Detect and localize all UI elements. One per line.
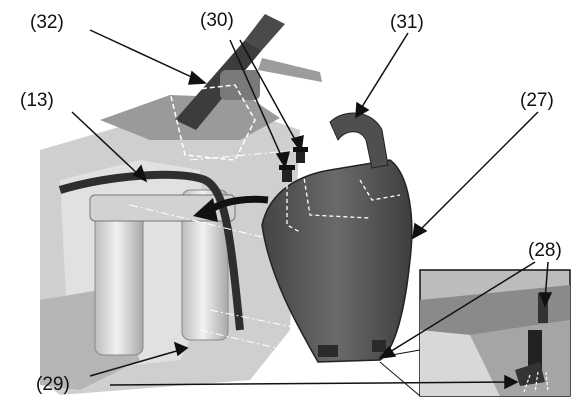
callout-leaders: [71, 29, 553, 390]
removal-arrow-icon: [193, 195, 269, 222]
callout-label-32: (32): [30, 12, 64, 33]
callout-label-27: (27): [520, 90, 554, 111]
front-fork: [89, 189, 236, 356]
hose: [58, 170, 244, 331]
callout-label-31: (31): [390, 12, 424, 33]
callout-label-13: (13): [20, 90, 54, 111]
callout-label-28: (28): [528, 240, 562, 261]
callout-label-29: (29): [36, 374, 70, 395]
callout-labels: (32) (30) (31) (13) (27) (28) (29): [20, 10, 562, 395]
inset-detail: [379, 269, 571, 397]
grommet-icons: [318, 340, 386, 357]
bracket: [329, 112, 389, 169]
side-cover: [261, 159, 413, 363]
motorcycle-background: [40, 95, 300, 395]
mounting-dash-lines: [286, 164, 401, 233]
callout-label-30: (30): [200, 10, 234, 31]
